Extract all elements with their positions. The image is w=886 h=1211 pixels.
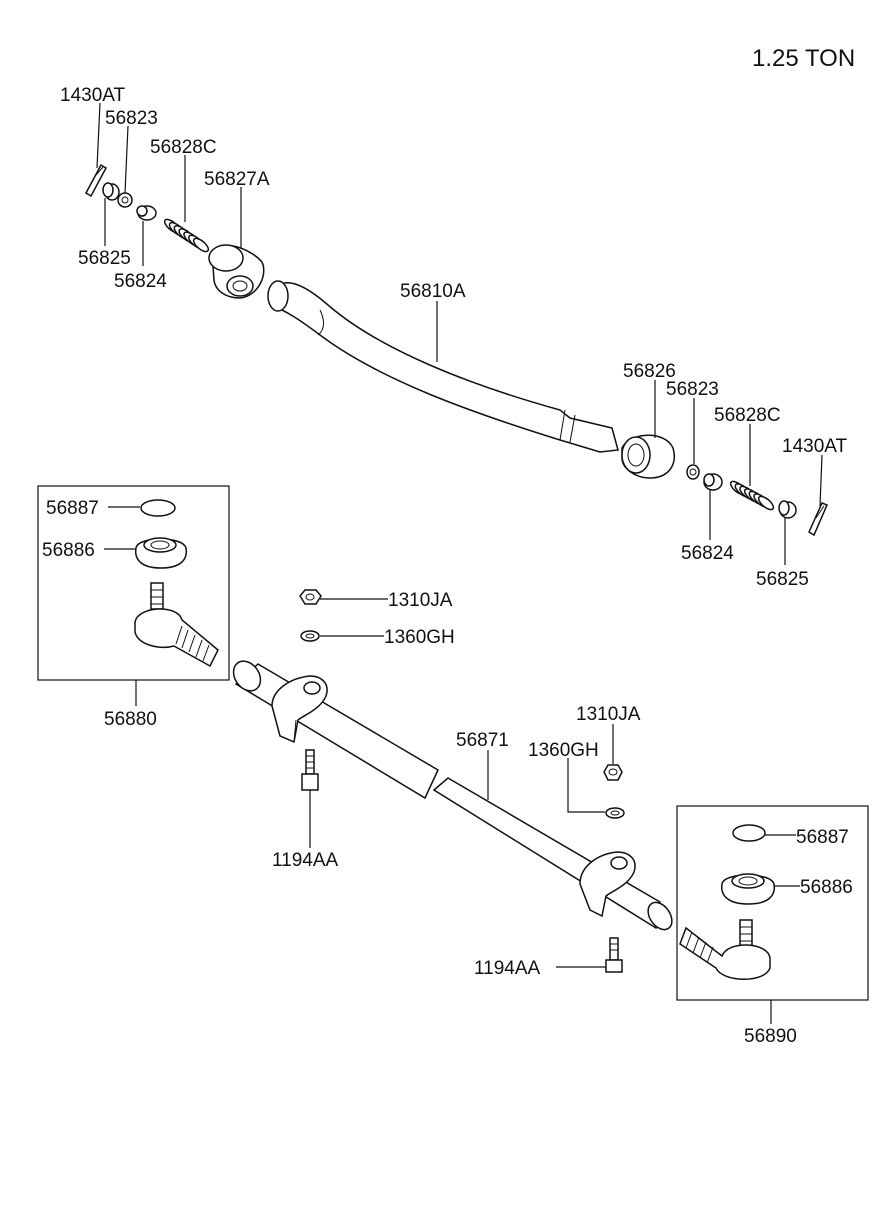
label-56886-right: 56886 bbox=[800, 877, 853, 898]
ring-56887-right bbox=[732, 824, 766, 842]
drag-link-56810a bbox=[267, 280, 619, 453]
label-56827a: 56827A bbox=[204, 169, 270, 190]
bolt-1194aa-right bbox=[605, 937, 623, 973]
spring-56828c-right bbox=[729, 480, 775, 511]
label-1430at-left: 1430AT bbox=[60, 85, 126, 106]
label-56824-left: 56824 bbox=[114, 271, 167, 292]
socket-56826 bbox=[621, 434, 675, 479]
label-56825-right: 56825 bbox=[756, 569, 809, 590]
label-1194aa-left: 1194AA bbox=[272, 850, 339, 871]
boot-56886-right bbox=[721, 873, 776, 905]
tonnage-label: 1.25 TON bbox=[752, 45, 855, 72]
spring-56828c-left bbox=[163, 218, 210, 253]
label-56810a: 56810A bbox=[400, 281, 466, 302]
nut-1310ja-left bbox=[299, 589, 322, 605]
label-56887-left: 56887 bbox=[46, 498, 99, 519]
label-56828c-left: 56828C bbox=[150, 137, 217, 158]
tie-rod-end-box-left bbox=[37, 485, 230, 681]
label-56824-right: 56824 bbox=[681, 543, 734, 564]
lockwasher-1360gh-left bbox=[300, 630, 320, 642]
label-56871: 56871 bbox=[456, 730, 509, 751]
washer-56823-left bbox=[117, 192, 133, 208]
label-56887-right: 56887 bbox=[796, 827, 849, 848]
ring-56887-left bbox=[140, 499, 176, 517]
spring-coil bbox=[192, 237, 210, 253]
boot-56886-left bbox=[134, 537, 188, 569]
washer-56823-right bbox=[686, 464, 700, 480]
label-56825-left: 56825 bbox=[78, 248, 131, 269]
leader-1360gh-right bbox=[567, 758, 605, 813]
spring-coil bbox=[757, 495, 775, 511]
label-56828c-right: 56828C bbox=[714, 405, 781, 426]
label-1194aa-right: 1194AA bbox=[474, 958, 541, 979]
lockwasher-1360gh-right bbox=[605, 807, 625, 819]
plug-56825-right bbox=[778, 500, 797, 519]
seat-56824-right bbox=[703, 473, 723, 491]
label-56886-left: 56886 bbox=[42, 540, 95, 561]
seat-56824-left bbox=[136, 205, 157, 221]
label-1360gh-left: 1360GH bbox=[384, 627, 455, 648]
plug-56825-left bbox=[102, 182, 120, 201]
cotter-pin-1430at-right bbox=[808, 502, 828, 537]
label-56880: 56880 bbox=[104, 709, 157, 730]
label-1430at-right: 1430AT bbox=[782, 436, 848, 457]
label-56826: 56826 bbox=[623, 361, 676, 382]
tie-rod-tube-56871-left bbox=[232, 660, 439, 800]
tie-rod-tube-56871-right bbox=[432, 777, 673, 931]
bolt-1194aa-left bbox=[301, 749, 319, 791]
leader-lines-upper bbox=[96, 102, 823, 565]
tie-rod-end-56880 bbox=[134, 582, 219, 668]
label-56890: 56890 bbox=[744, 1026, 797, 1047]
nut-1310ja-right bbox=[603, 764, 623, 781]
cotter-pin-1430at-left bbox=[85, 163, 107, 198]
tie-rod-end-box-right bbox=[676, 805, 869, 1001]
label-56823-right: 56823 bbox=[666, 379, 719, 400]
tie-rod-end-56890 bbox=[679, 919, 771, 980]
label-1310ja-left: 1310JA bbox=[388, 590, 453, 611]
label-1360gh-right: 1360GH bbox=[528, 740, 599, 761]
label-1310ja-right: 1310JA bbox=[576, 704, 641, 725]
socket-56827a bbox=[208, 244, 265, 299]
label-56823-left: 56823 bbox=[105, 108, 158, 129]
